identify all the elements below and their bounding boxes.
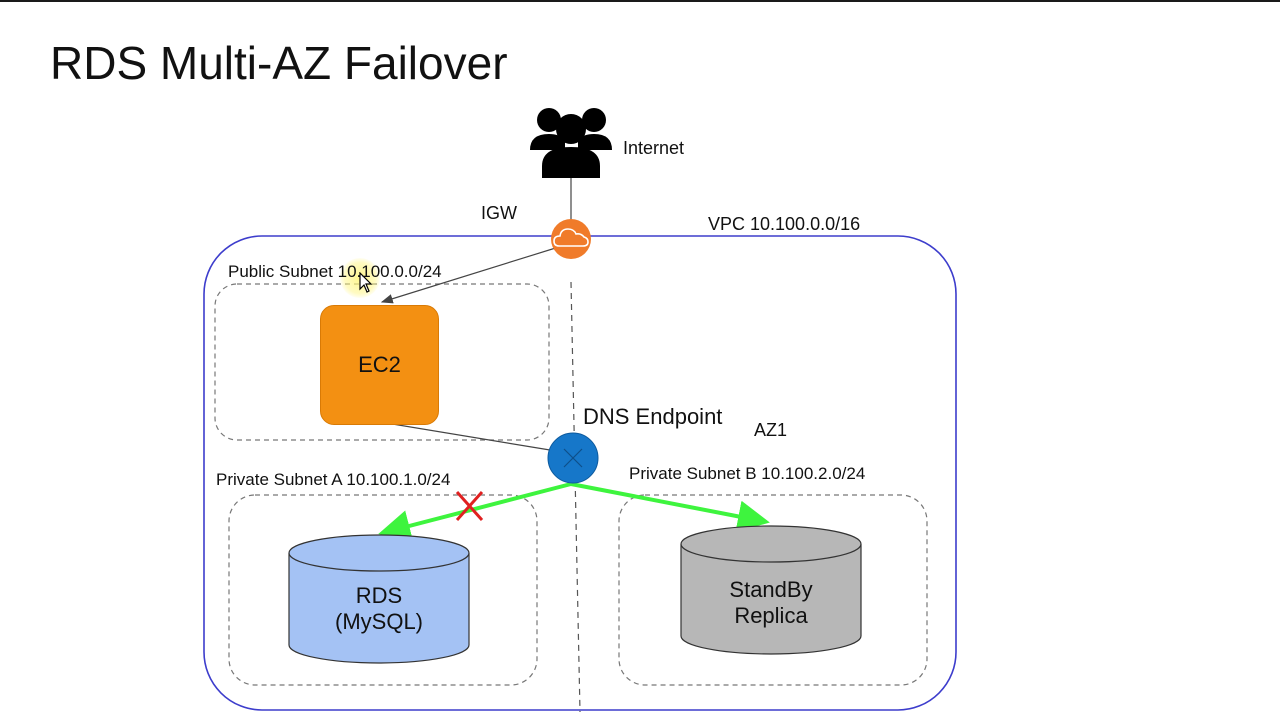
- rds-database-cylinder: [288, 534, 470, 664]
- cloud-gateway-icon: [551, 219, 591, 259]
- top-border-line: [0, 0, 1280, 2]
- rds-label: RDS (MySQL): [335, 583, 423, 634]
- mouse-pointer-icon: [359, 272, 373, 293]
- igw-to-ec2-arrow: [380, 245, 563, 304]
- private-subnet-b-box: [618, 494, 928, 686]
- dns-to-rds-arrow: [378, 482, 572, 542]
- x-mark-icon: [455, 491, 484, 521]
- az1-label: AZ1: [754, 420, 788, 440]
- ec2-instance: EC2: [320, 305, 439, 425]
- vpc-label: VPC 10.100.0.0/16: [708, 214, 861, 234]
- internet-label: Internet: [623, 138, 685, 158]
- users-group-icon: [530, 108, 612, 178]
- dns-endpoint-icon: [547, 432, 599, 484]
- standby-label: StandBy Replica: [729, 577, 813, 628]
- dns-to-standby-arrow: [570, 482, 770, 533]
- dns-endpoint-label: DNS Endpoint: [583, 404, 723, 429]
- az-divider: [570, 281, 581, 713]
- private-subnet-a-label: Private Subnet A 10.100.1.0/24: [216, 470, 451, 489]
- private-subnet-a-box: [228, 494, 538, 686]
- ec2-label: EC2: [358, 352, 401, 377]
- igw-label: IGW: [481, 203, 517, 223]
- private-subnet-b-label: Private Subnet B 10.100.2.0/24: [629, 464, 866, 483]
- ec2-to-dns-line: [379, 421, 557, 452]
- public-subnet-label: Public Subnet 10.100.0.0/24: [228, 262, 442, 281]
- slide-title: RDS Multi-AZ Failover: [50, 37, 508, 89]
- public-subnet-box: [214, 283, 550, 441]
- standby-database-cylinder: [680, 525, 862, 655]
